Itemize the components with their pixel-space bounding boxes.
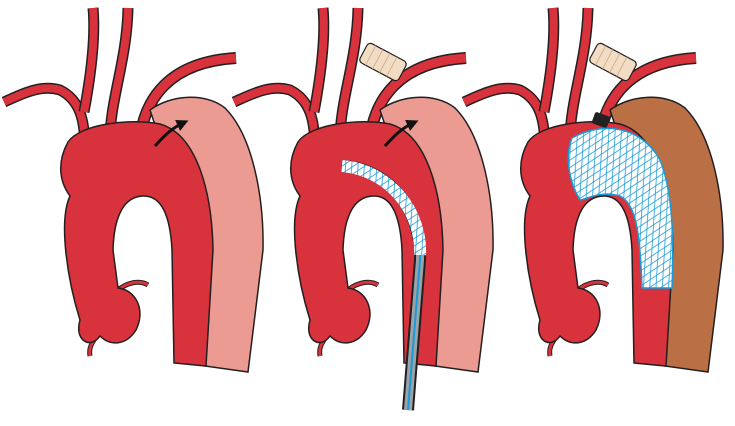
bypass-graft <box>589 42 637 82</box>
curved-arrow-icon <box>153 120 189 148</box>
occluder-plug <box>591 112 611 128</box>
bypass-graft <box>359 42 407 82</box>
panel-stent-graft <box>464 8 724 373</box>
true-lumen-aorta <box>59 121 214 367</box>
stent-graft <box>567 127 674 289</box>
curved-arrow-icon <box>383 120 419 148</box>
compressed-stent <box>341 160 427 256</box>
panel-dissection <box>4 8 264 373</box>
panel-bypass-wire <box>234 8 494 411</box>
